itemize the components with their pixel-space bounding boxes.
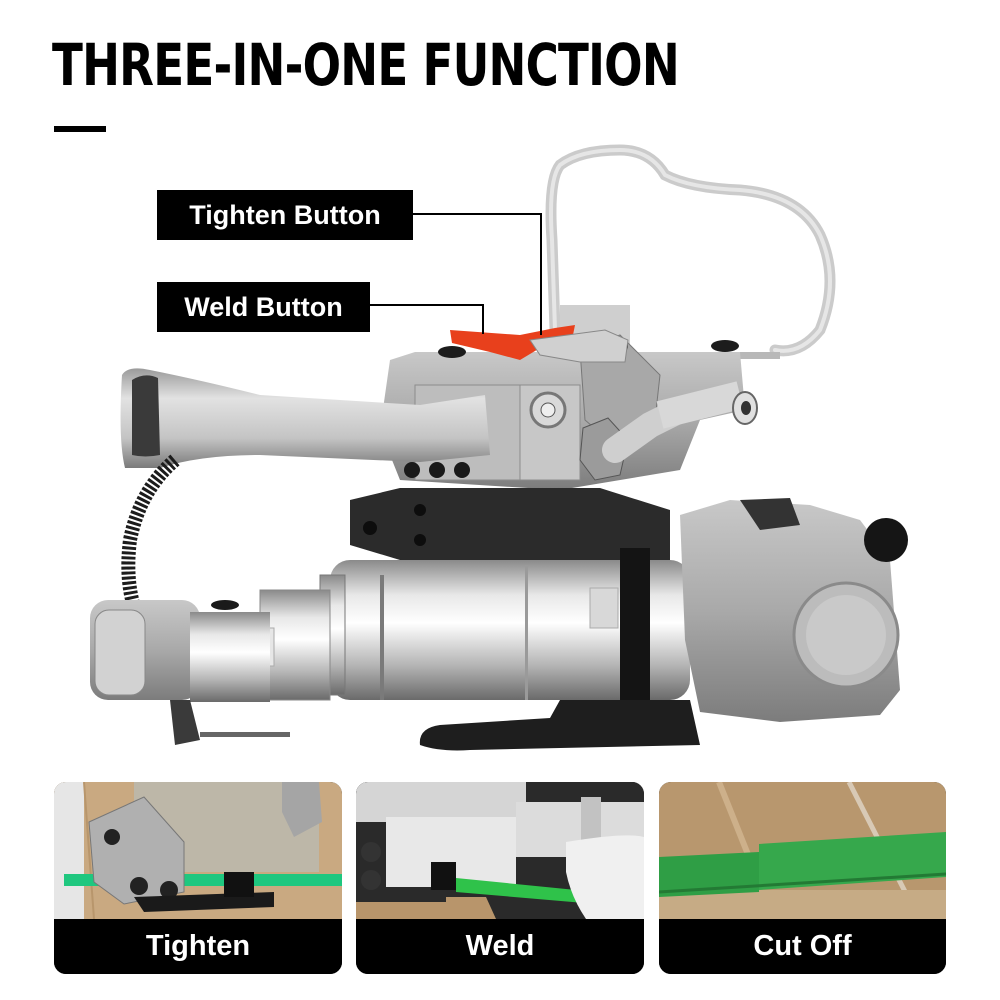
step-panel-cut-off: Cut Off <box>659 782 946 974</box>
weld-leader-horizontal <box>370 304 484 306</box>
step-caption: Cut Off <box>659 919 946 974</box>
title-underline <box>54 126 106 132</box>
tighten-button-callout: Tighten Button <box>157 190 413 240</box>
tighten-leader-horizontal <box>413 213 542 215</box>
callout-label: Weld Button <box>184 291 343 322</box>
strapping-tool-image <box>90 144 908 751</box>
cut-off-photo <box>659 782 946 919</box>
page-title: THREE-IN-ONE FUNCTION <box>52 31 680 99</box>
weld-leader-vertical <box>482 304 484 334</box>
coiled-hose <box>121 454 180 613</box>
tighten-leader-vertical <box>540 213 542 335</box>
weld-photo <box>356 782 644 919</box>
step-caption: Weld <box>356 919 644 974</box>
step-panel-weld: Weld <box>356 782 644 974</box>
tighten-button-lever <box>529 329 629 363</box>
step-panel-tighten: Tighten <box>54 782 342 974</box>
weld-button-lever <box>450 325 575 360</box>
weld-button-callout: Weld Button <box>157 282 370 332</box>
step-caption: Tighten <box>54 919 342 974</box>
tighten-photo <box>54 782 342 919</box>
callout-label: Tighten Button <box>189 199 381 230</box>
